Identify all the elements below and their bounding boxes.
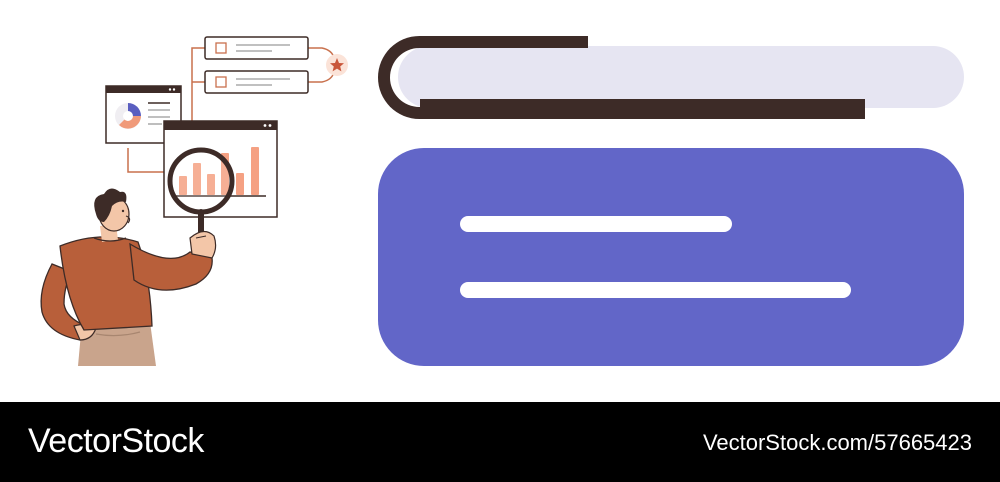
- text-line-placeholder: [460, 216, 732, 232]
- star-icon: [326, 54, 348, 76]
- brand-logo-text: VectorStock: [28, 422, 204, 460]
- checkbox-icon: [215, 76, 227, 88]
- search-bar-placeholder[interactable]: [398, 46, 964, 108]
- person-figure: [40, 188, 217, 366]
- bar-chart-window: [163, 120, 278, 218]
- canvas: [40, 36, 964, 366]
- watermark-footer: VectorStock VectorStock.com/57665423: [0, 402, 1000, 482]
- search-bar-frame-bottom: [420, 99, 865, 119]
- text-line-placeholder: [460, 282, 851, 298]
- checklist-item-2: [204, 70, 309, 94]
- pie-chart-icon: [115, 103, 141, 129]
- checklist-item-1: [204, 36, 309, 60]
- magnifier-icon: [167, 147, 235, 239]
- analytics-illustration: [40, 36, 348, 366]
- image-reference: VectorStock.com/57665423: [702, 430, 972, 455]
- checkbox-icon: [215, 42, 227, 54]
- content-card: [378, 148, 964, 366]
